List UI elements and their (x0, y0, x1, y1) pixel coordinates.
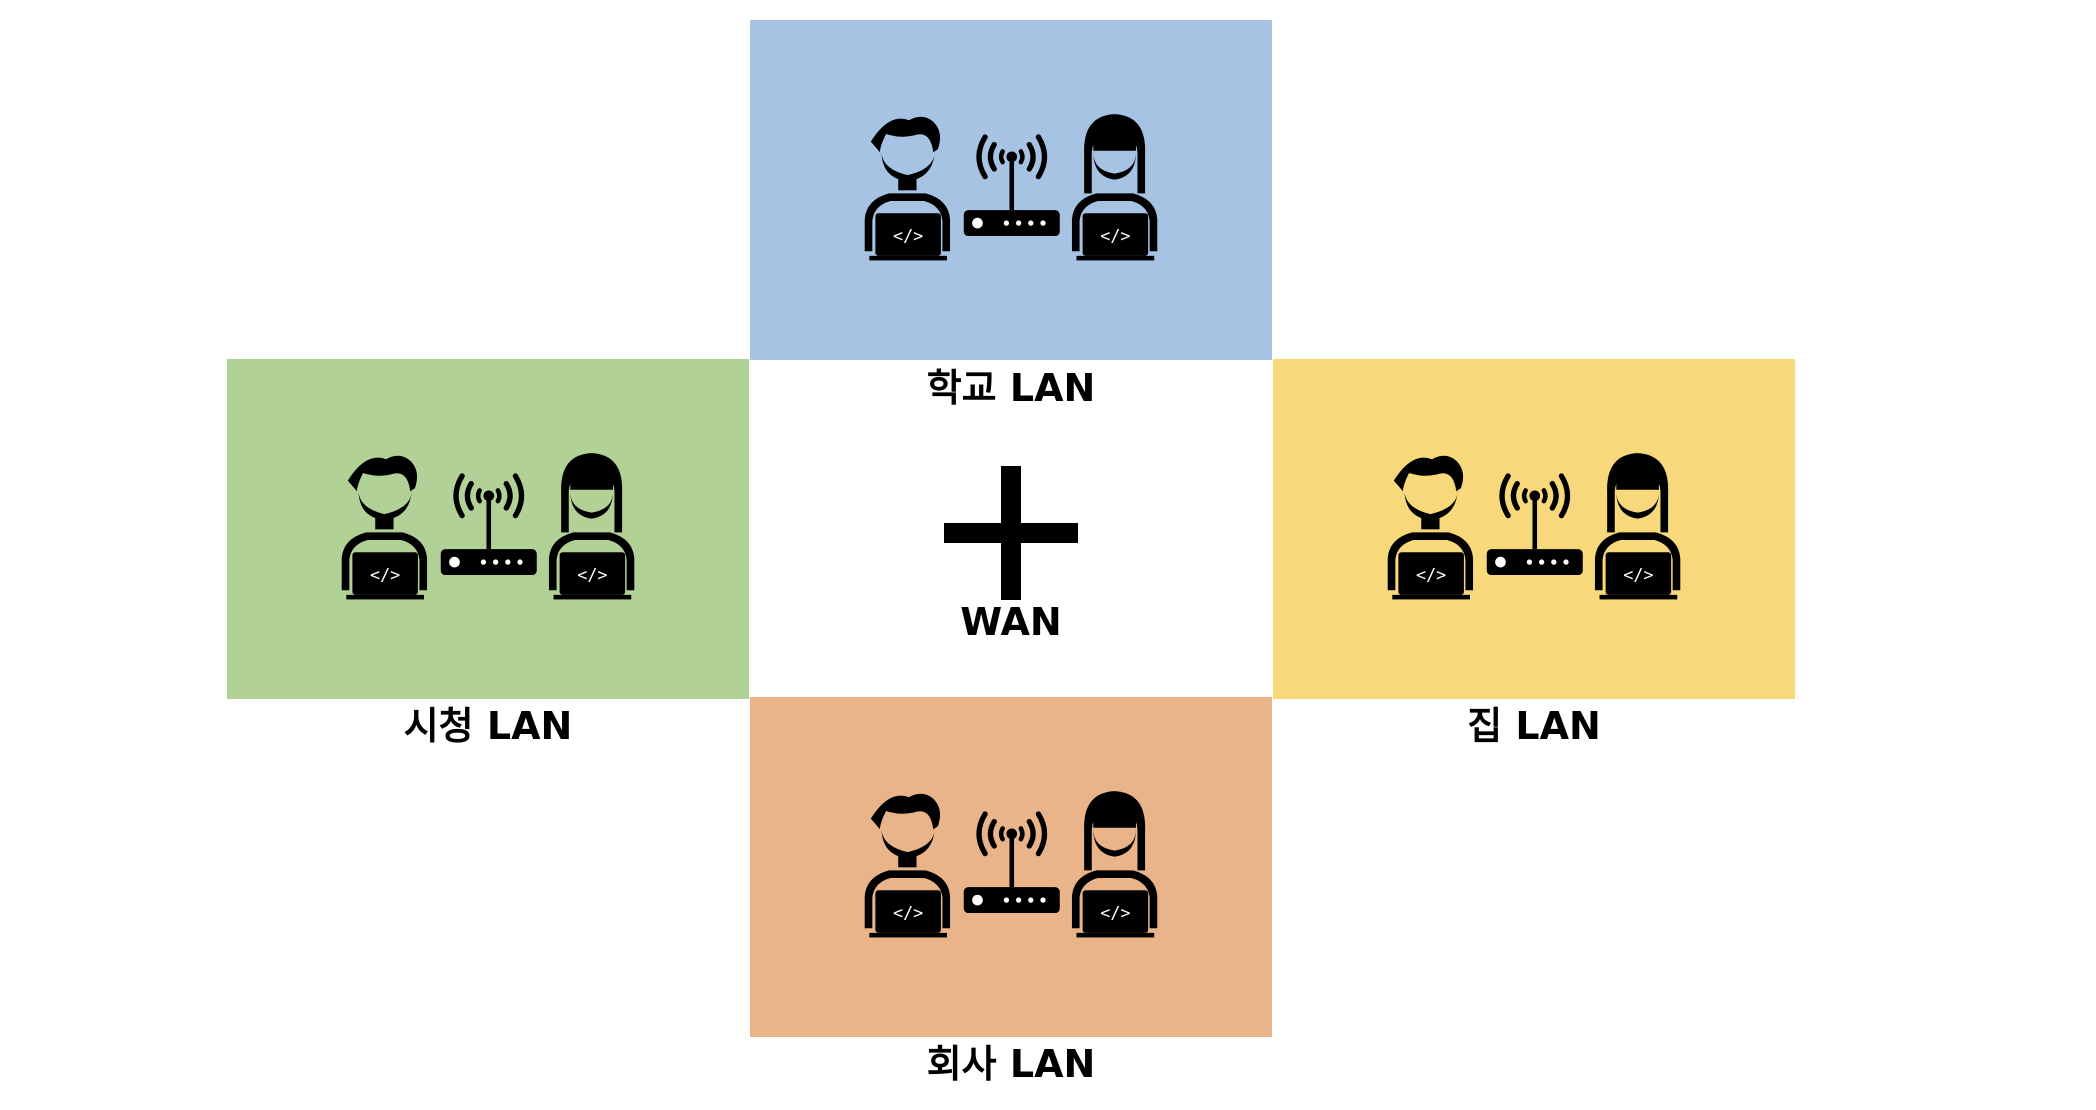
network-city (341, 453, 635, 600)
lan-box-school (750, 20, 1272, 360)
developer-laptop-icon (548, 453, 635, 600)
wifi-router-icon (964, 137, 1060, 236)
network-home (1387, 453, 1681, 600)
network-company (864, 791, 1158, 938)
plus-icon (944, 466, 1078, 600)
lan-label-school: 학교 LAN (926, 366, 1096, 410)
lan-label-city: 시청 LAN (403, 704, 573, 748)
wifi-router-icon (1487, 476, 1583, 575)
lan-box-company (750, 697, 1272, 1037)
wifi-router-icon (964, 814, 1060, 913)
developer-laptop-icon (1071, 114, 1158, 261)
network-school (864, 114, 1158, 261)
lan-box-city (227, 359, 749, 699)
lan-box-home (1273, 359, 1795, 699)
wan-label: WAN (960, 600, 1062, 644)
developer-laptop-icon (864, 116, 951, 261)
lan-label-home: 집 LAN (1467, 704, 1601, 748)
developer-laptop-icon (864, 793, 951, 938)
developer-laptop-icon (1071, 791, 1158, 938)
developer-laptop-icon (1387, 455, 1474, 600)
lan-label-company: 회사 LAN (926, 1042, 1096, 1086)
developer-laptop-icon (341, 455, 428, 600)
wifi-router-icon (441, 476, 537, 575)
developer-laptop-icon (1594, 453, 1681, 600)
